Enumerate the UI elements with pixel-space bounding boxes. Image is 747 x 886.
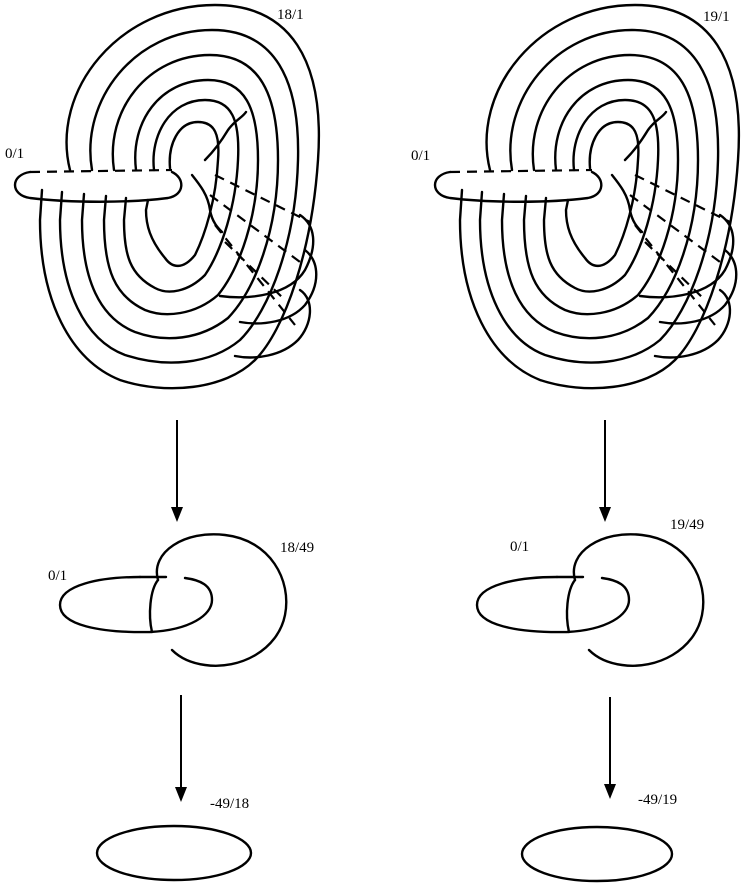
- right-top-unknot-label: 0/1: [411, 148, 430, 164]
- right-knot-strands: [458, 3, 741, 390]
- left-unknot-component: [13, 168, 183, 203]
- right-twisted-knot: [433, 3, 741, 390]
- left-twisted-knot: 18/1 0/1: [5, 3, 321, 390]
- left-arrow-1: [171, 420, 183, 522]
- left-bottom-label: -49/18: [210, 796, 249, 812]
- left-middle-unknot-label: 0/1: [48, 568, 67, 584]
- left-arrow-2: [175, 695, 187, 802]
- right-knot-dashed-strands: [629, 174, 731, 326]
- left-bottom-unknot: -49/18: [95, 796, 253, 882]
- right-middle-unknot-label: 0/1: [510, 539, 529, 555]
- right-unknot-component: [433, 168, 603, 203]
- left-middle-circle-label: 18/49: [280, 540, 314, 556]
- right-bottom-unknot: -49/19: [520, 792, 677, 883]
- right-bottom-label: -49/19: [638, 792, 677, 808]
- left-knot-strands: [38, 3, 321, 390]
- left-link-unknot: [58, 575, 214, 634]
- right-arrow-2: [604, 697, 616, 799]
- left-knot-dashed-strands: [209, 174, 311, 326]
- right-arrow-1: [599, 420, 611, 522]
- left-top-knot-label: 18/1: [277, 7, 304, 23]
- left-hopf-link: 18/49 0/1: [48, 533, 314, 667]
- right-hopf-link: [475, 533, 705, 667]
- left-top-unknot-label: 0/1: [5, 146, 24, 162]
- left-link-circle: [155, 533, 288, 667]
- right-link-circle: [572, 533, 705, 667]
- right-top-knot-label: 19/1: [703, 9, 730, 25]
- right-link-unknot: [475, 575, 631, 634]
- right-middle-circle-label: 19/49: [670, 517, 704, 533]
